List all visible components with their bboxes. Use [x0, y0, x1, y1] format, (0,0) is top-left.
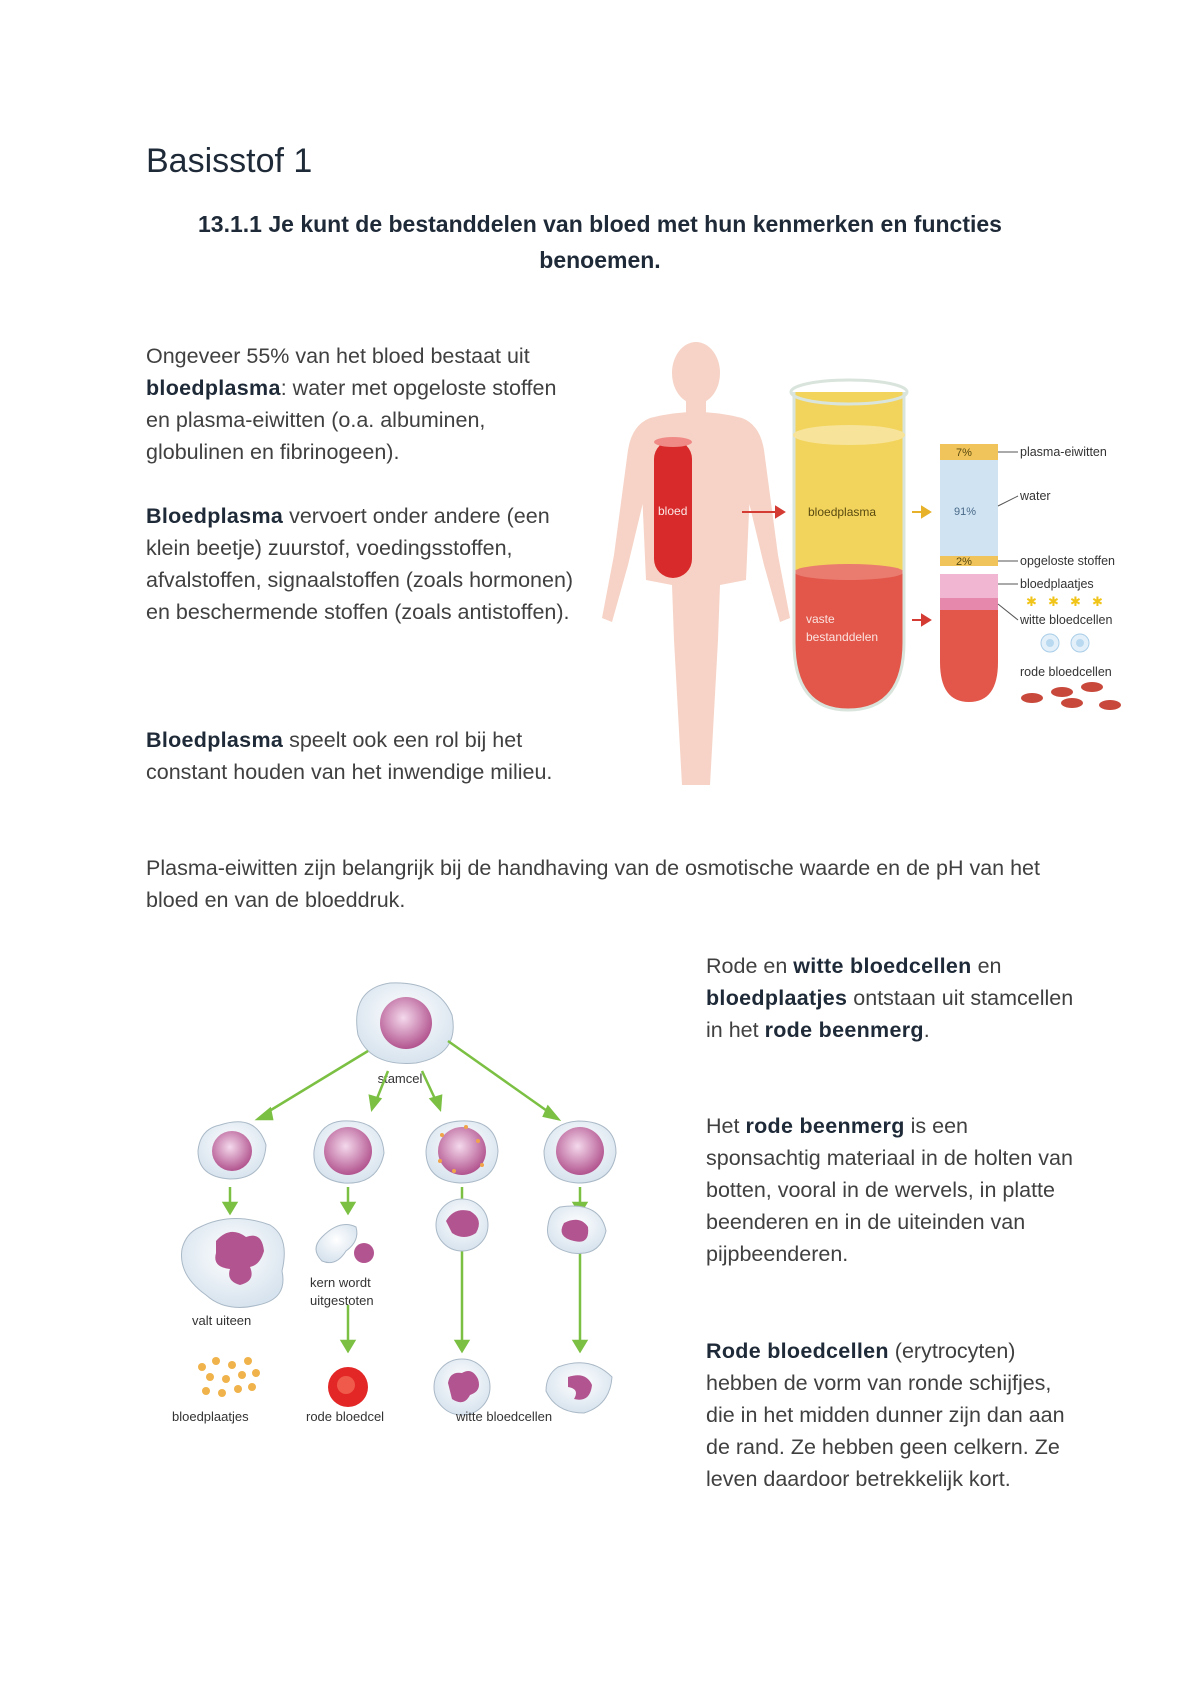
- page-title: Basisstof 1: [146, 142, 313, 180]
- label-stemcell: stamcel: [378, 1071, 423, 1086]
- label-solutes: opgeloste stoffen: [1020, 554, 1115, 568]
- granulocyte-precursor: [435, 1198, 489, 1252]
- tube-label-solids-2: bestanddelen: [806, 630, 878, 644]
- label-platelets: bloedplaatjes: [1020, 577, 1094, 591]
- neutrophil: [433, 1358, 491, 1416]
- tube-label-solids-1: vaste: [806, 612, 835, 626]
- human-body-silhouette: [602, 342, 790, 785]
- leader-lines: [997, 451, 1019, 621]
- monocyte-precursor: [547, 1205, 607, 1255]
- section-subtitle: 13.1.1 Je kunt de bestanddelen van bloed…: [198, 211, 1002, 273]
- tube-label-blood: bloed: [658, 504, 687, 518]
- tube-label-plasma: bloedplasma: [808, 505, 876, 519]
- label-breaks-apart: valt uiteen: [192, 1313, 251, 1328]
- label-red-cells: rode bloedcellen: [1020, 665, 1112, 679]
- paragraph-plasma-transport: Bloedplasma vervoert onder andere (een k…: [146, 504, 574, 624]
- label-platelets-bottom: bloedplaatjes: [172, 1409, 249, 1424]
- svg-text:✱: ✱: [1048, 594, 1059, 609]
- label-plasma-proteins: plasma-eiwitten: [1020, 445, 1107, 459]
- blood-tube-large: [789, 378, 909, 712]
- solids-breakdown-column: [940, 574, 998, 702]
- hematopoiesis-figure: stamcel valt uiteen bloedplaa: [172, 982, 617, 1424]
- arrow-right-icon: [912, 613, 932, 627]
- megakaryocyte: [181, 1217, 285, 1308]
- svg-text:✱: ✱: [1026, 594, 1037, 609]
- arrows-from-stemcell: [254, 1039, 562, 1121]
- red-blood-cell: [328, 1367, 368, 1407]
- blood-tube-small: [654, 437, 692, 578]
- blood-composition-figure: bloed bloedplasma vaste bestanddelen 7% …: [602, 342, 1121, 785]
- paragraph-plasma-milieu: Bloedplasma speelt ook een rol bij het c…: [146, 728, 553, 784]
- platelet-cluster: [198, 1357, 260, 1397]
- paragraph-plasma-composition: Ongeveer 55% van het bloed bestaat uit b…: [146, 344, 557, 464]
- paragraph-plasma-proteins: Plasma-eiwitten zijn belangrijk bij de h…: [146, 856, 1040, 912]
- svg-text:✱: ✱: [1092, 594, 1103, 609]
- arrow-right-icon: [912, 505, 932, 519]
- label-nucleus-2: uitgestoten: [310, 1293, 374, 1308]
- plasma-breakdown-column: [940, 444, 998, 566]
- paragraph-red-cells: Rode bloedcellen (erytrocyten) hebben de…: [706, 1339, 1065, 1491]
- stem-cell: [356, 982, 454, 1064]
- paragraph-bone-marrow: Het rode beenmerg is een sponsachtig mat…: [706, 1114, 1073, 1266]
- platelet-icons: ✱ ✱ ✱ ✱: [1026, 594, 1103, 609]
- label-nucleus-1: kern wordt: [310, 1275, 371, 1290]
- white-cell-icons: [1040, 633, 1090, 653]
- svg-text:✱: ✱: [1070, 594, 1081, 609]
- erythroblast: [315, 1224, 374, 1264]
- pct-protein: 7%: [956, 447, 972, 459]
- monocyte: [545, 1362, 613, 1414]
- label-red-cell: rode bloedcel: [306, 1409, 384, 1424]
- paragraph-origin: Rode en witte bloedcellen en bloedplaatj…: [706, 954, 1074, 1042]
- red-cell-icons: [1021, 682, 1121, 710]
- pct-solutes: 2%: [956, 556, 972, 568]
- pct-water: 91%: [954, 506, 976, 518]
- precursor-cells: [197, 1120, 617, 1184]
- label-white-cells-bottom: witte bloedcellen: [455, 1409, 552, 1424]
- arrow-right-icon: [742, 505, 786, 519]
- label-water: water: [1019, 489, 1051, 503]
- label-white-cells: witte bloedcellen: [1019, 613, 1112, 627]
